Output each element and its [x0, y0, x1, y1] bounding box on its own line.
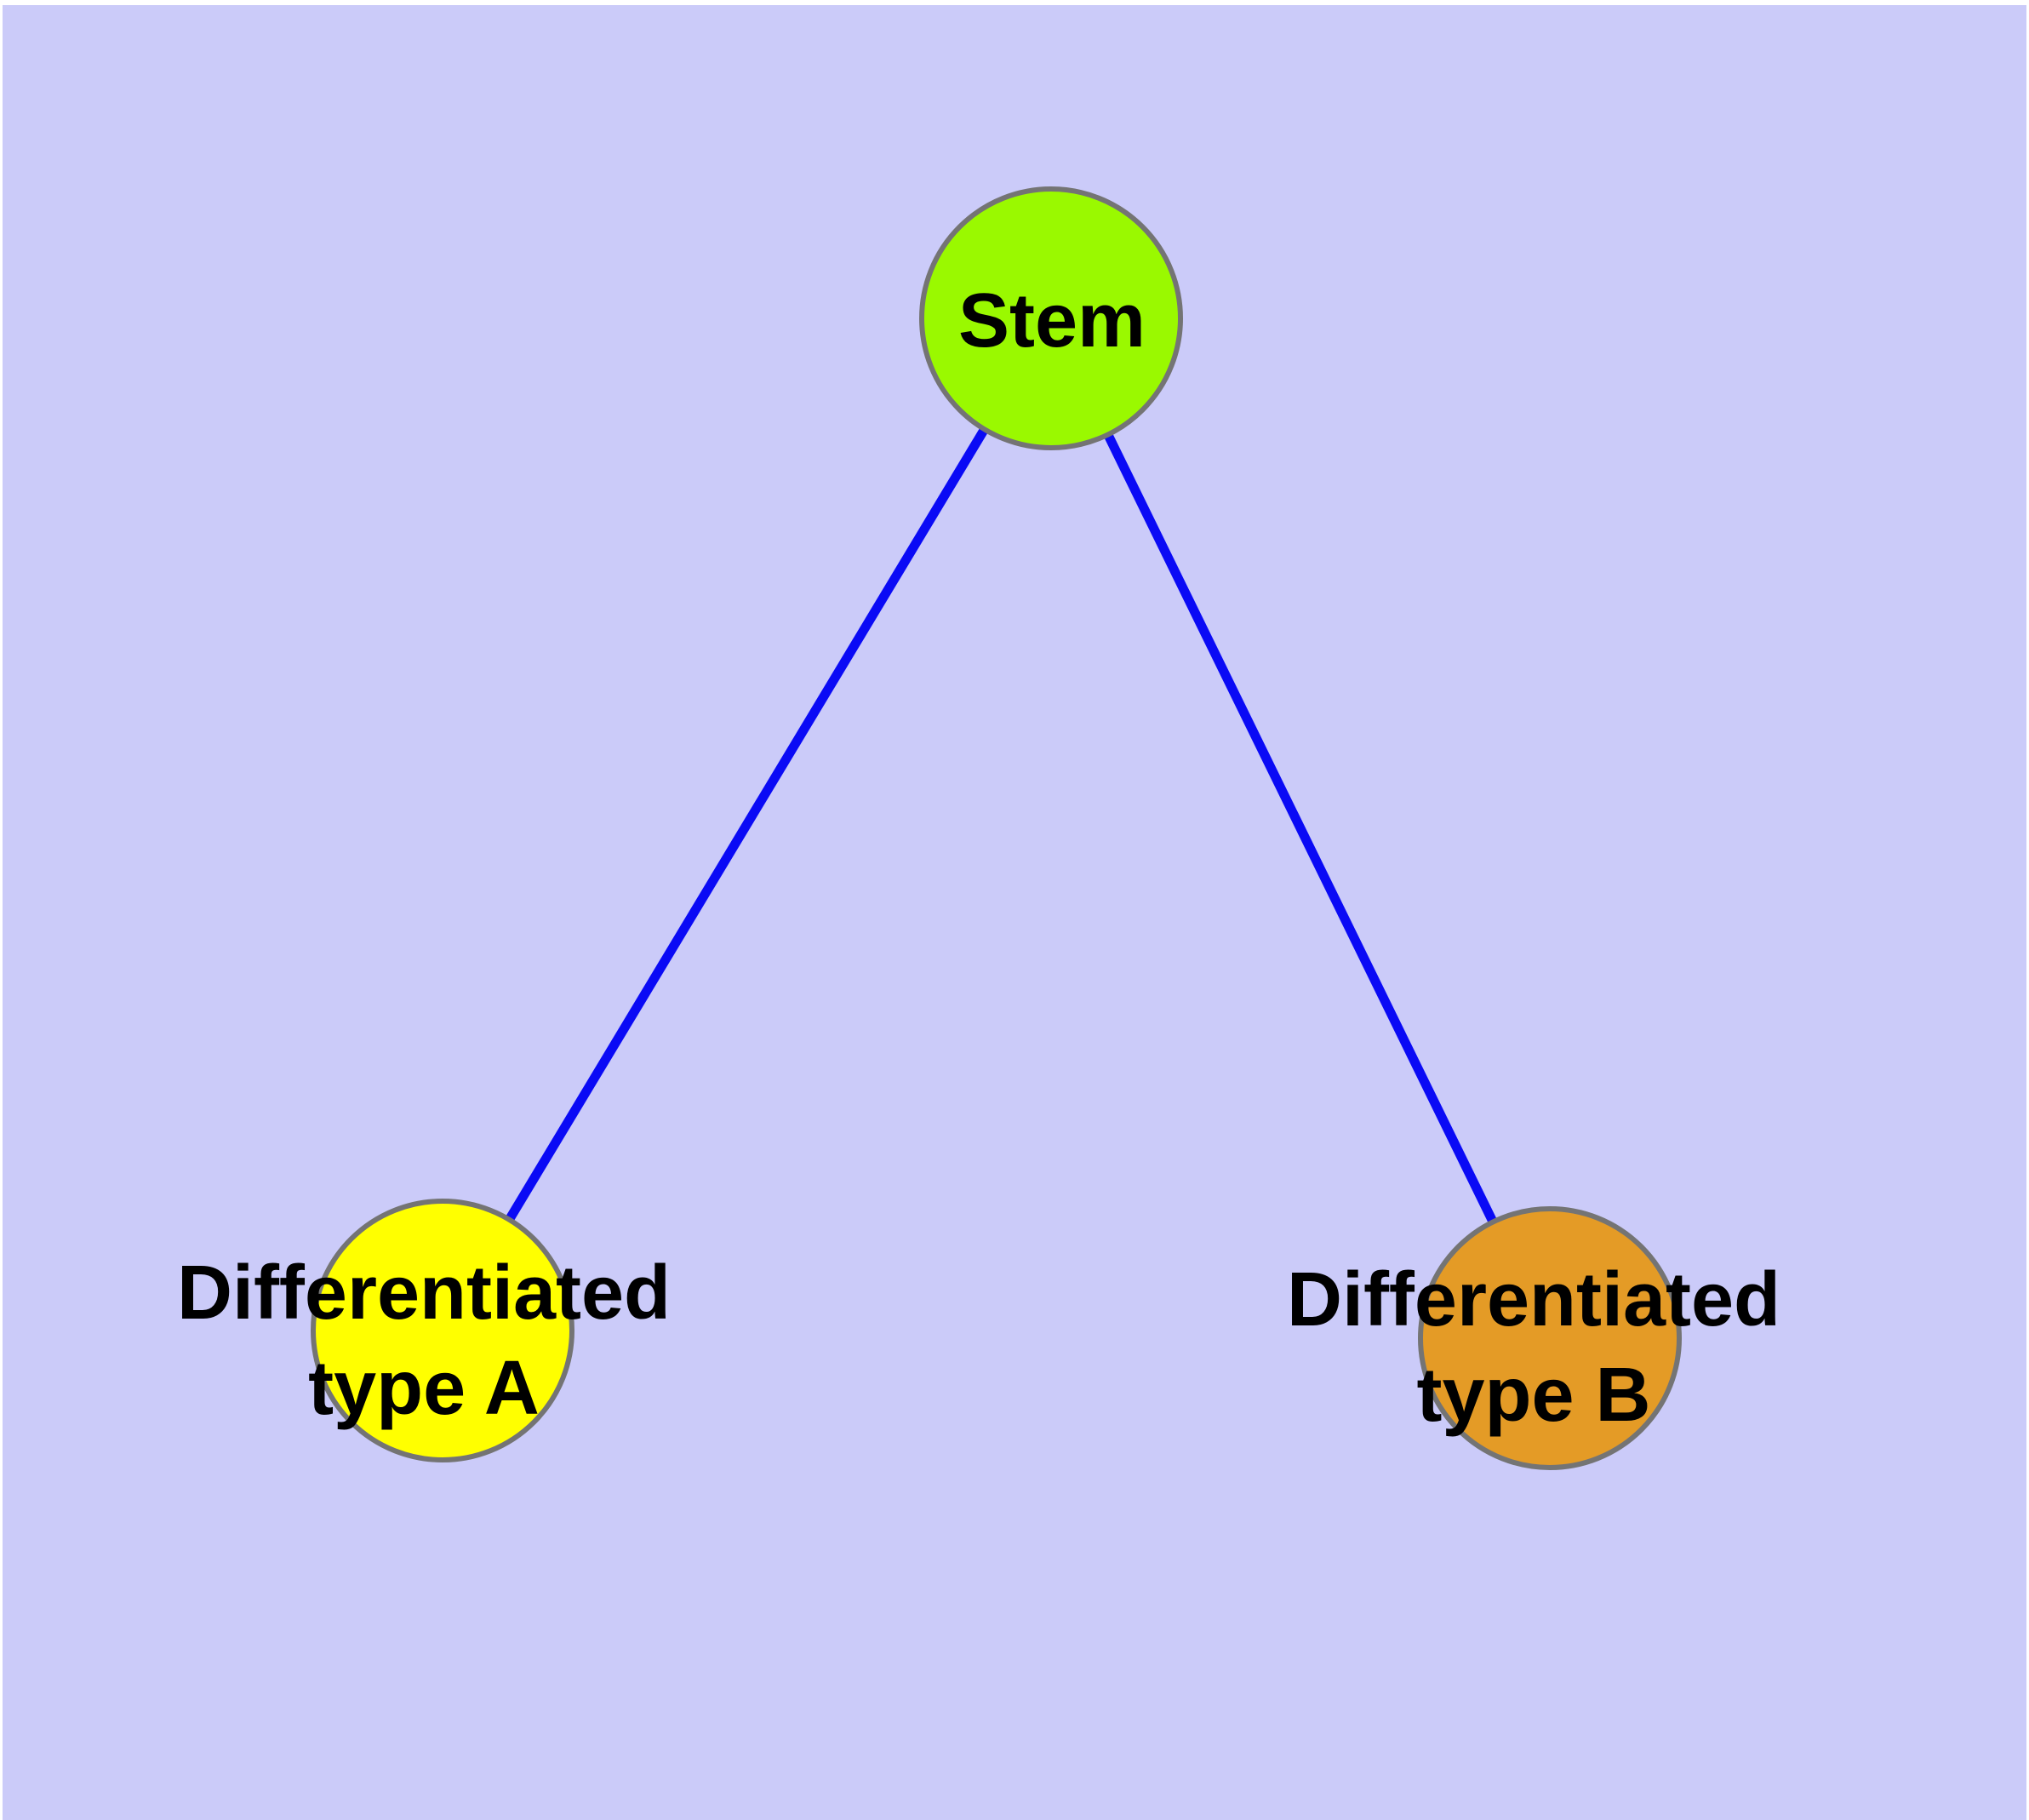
node-differentiated-type-a: Differentiated type A [177, 1199, 671, 1462]
edge-stem-to-type-b [1047, 316, 1554, 1341]
type-b-node-label-line2: type B [1416, 1353, 1650, 1438]
type-b-node-label-line1: Differentiated [1287, 1257, 1780, 1342]
edge-stem-to-type-a [438, 316, 1055, 1333]
node-stem: Stem [919, 186, 1183, 450]
type-a-node-label-line2: type A [308, 1346, 540, 1431]
type-b-node-circle [1418, 1206, 1682, 1470]
type-a-node-label-line1: Differentiated [177, 1251, 671, 1336]
node-layer: Stem Differentiated type A Differentiate… [177, 186, 1780, 1470]
type-a-node-circle [311, 1199, 574, 1462]
stem-node-circle [919, 186, 1183, 450]
stem-node-label: Stem [958, 278, 1146, 363]
node-differentiated-type-b: Differentiated type B [1287, 1206, 1780, 1470]
edge-layer [438, 316, 1554, 1341]
